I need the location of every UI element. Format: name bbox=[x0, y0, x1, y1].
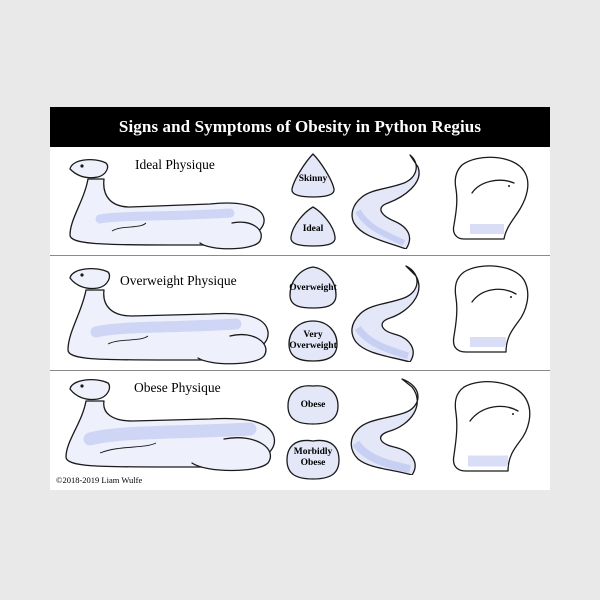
poster-title: Signs and Symptoms of Obesity in Python … bbox=[118, 117, 482, 136]
scale-obese: Obese bbox=[286, 380, 340, 428]
row-obese: Obese Physique Obese Morbidly Obese bbox=[50, 371, 550, 489]
row-ideal: Ideal Physique Skinny Ideal bbox=[50, 147, 550, 256]
infographic-poster: Signs and Symptoms of Obesity in Python … bbox=[50, 107, 550, 490]
obese-curl-illustration bbox=[452, 381, 531, 472]
scale-label-skinny: Skinny bbox=[298, 174, 328, 184]
scale-label-very-overweight: Very Overweight bbox=[289, 330, 337, 351]
obese-snake-illustration bbox=[65, 378, 276, 472]
overweight-cross-section bbox=[289, 266, 337, 309]
title-banner: Signs and Symptoms of Obesity in Python … bbox=[50, 107, 550, 147]
row-overweight: Overweight Physique Overweight Very Over… bbox=[50, 256, 550, 371]
row-label-obese: Obese Physique bbox=[134, 380, 221, 395]
scale-label-ideal: Ideal bbox=[302, 224, 324, 234]
ideal-snake-illustration bbox=[69, 158, 265, 250]
obese-cross-section bbox=[287, 385, 339, 425]
row-label-ideal: Ideal Physique bbox=[135, 157, 215, 172]
row-label-overweight: Overweight Physique bbox=[120, 273, 237, 288]
scale-ideal: Ideal bbox=[286, 204, 340, 248]
skinny-cross-section bbox=[291, 153, 335, 198]
scale-morbidly-obese: Morbidly Obese bbox=[286, 434, 340, 482]
overweight-snake-illustration bbox=[67, 267, 269, 365]
scale-label-overweight: Overweight bbox=[289, 283, 337, 293]
copyright-notice: ©2018-2019 Liam Wulfe bbox=[56, 475, 143, 485]
ideal-cross-section bbox=[290, 206, 336, 247]
morbidly-obese-cross-section bbox=[286, 439, 340, 480]
ideal-bend-illustration bbox=[351, 154, 420, 249]
scale-overweight: Overweight bbox=[286, 263, 340, 311]
ideal-curl-illustration bbox=[452, 156, 529, 240]
overweight-bend-illustration bbox=[351, 265, 420, 362]
obese-bend-illustration bbox=[350, 378, 419, 475]
very-overweight-cross-section bbox=[288, 320, 338, 362]
scale-label-obese: Obese bbox=[300, 400, 326, 410]
scale-very-overweight: Very Overweight bbox=[286, 316, 340, 364]
scale-label-morbidly-obese: Morbidly Obese bbox=[293, 447, 333, 468]
overweight-curl-illustration bbox=[452, 265, 529, 353]
scale-skinny: Skinny bbox=[286, 151, 340, 199]
